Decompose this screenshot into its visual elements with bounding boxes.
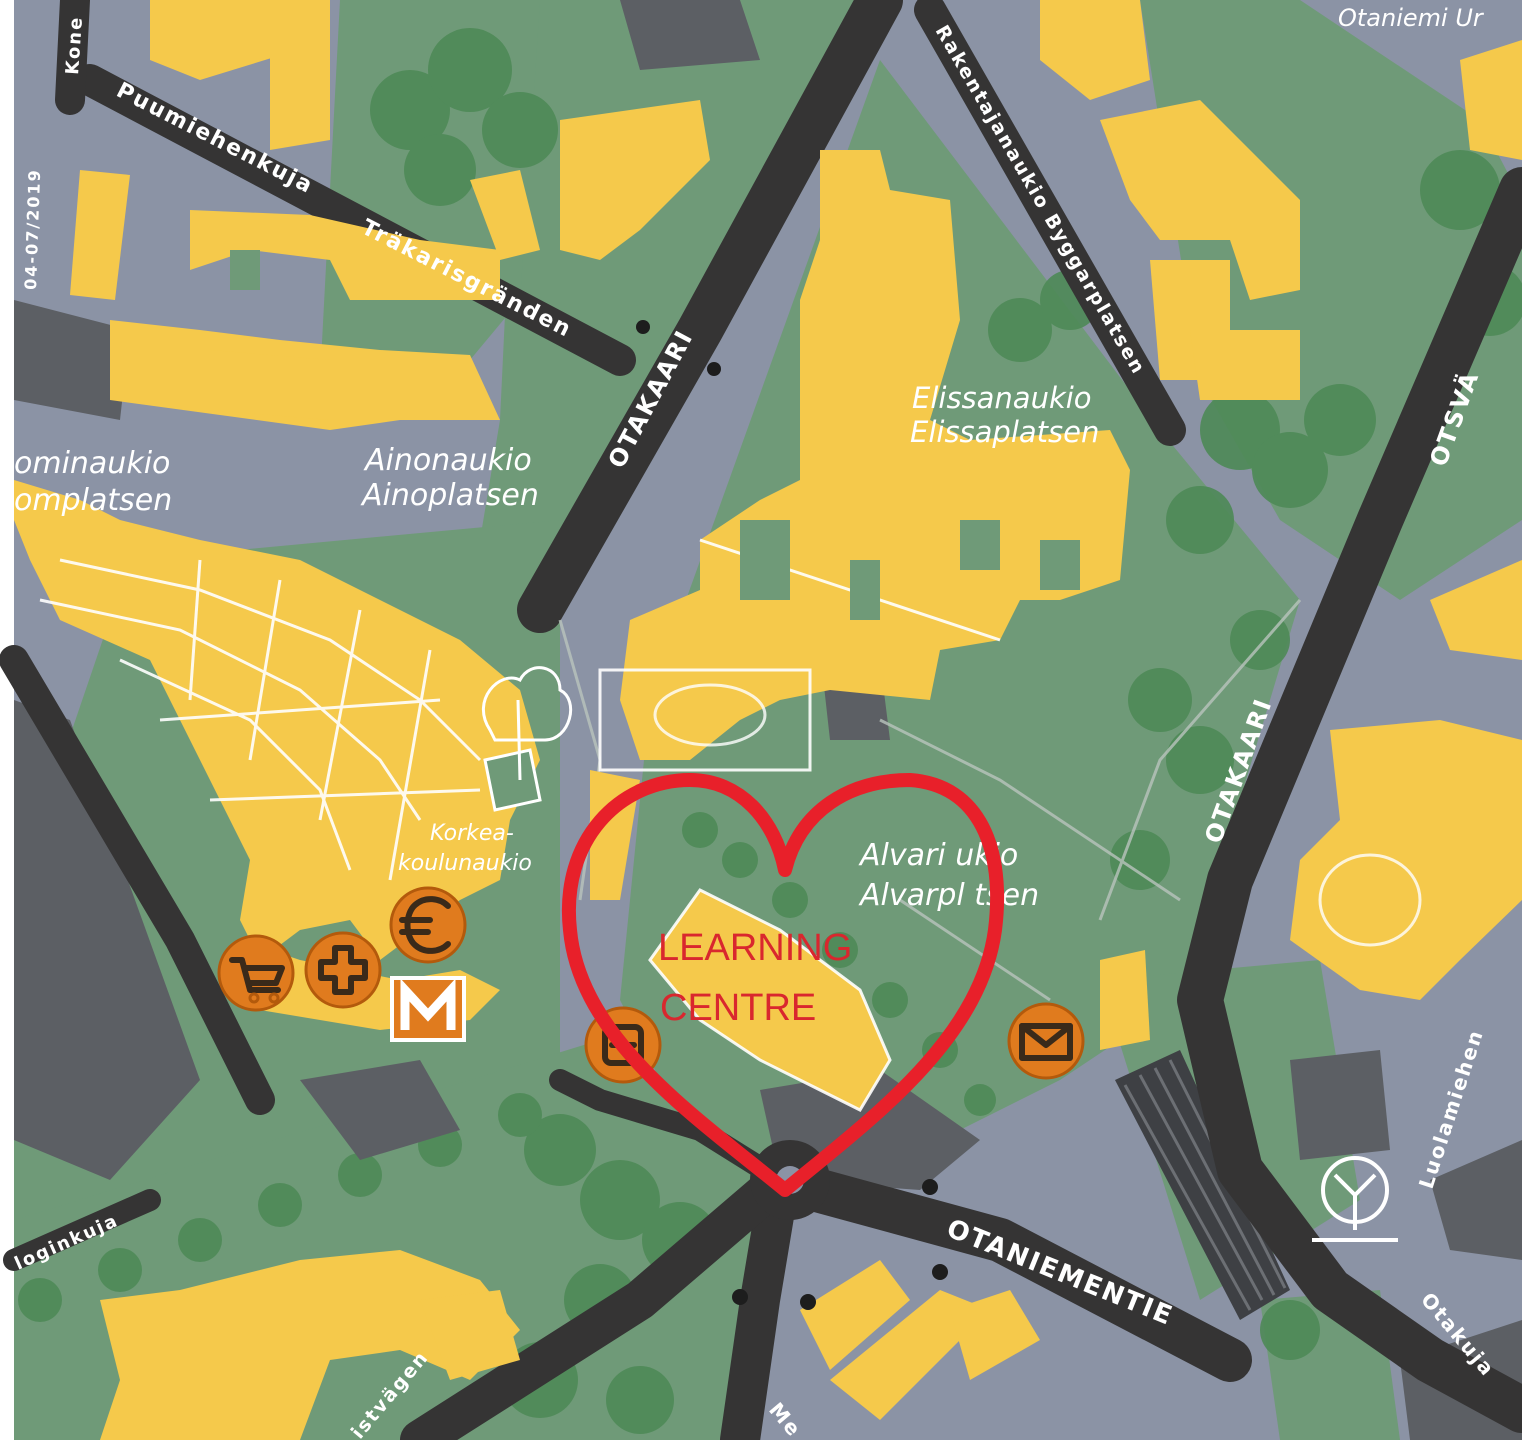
learning-centre-label-line2: CENTRE xyxy=(660,987,816,1029)
metro-station-icon[interactable] xyxy=(390,976,466,1042)
white-left-border xyxy=(0,0,14,1440)
dish-structure xyxy=(653,683,1422,947)
euro-atm-icon[interactable] xyxy=(389,886,467,964)
aalto-emblem-icon xyxy=(1312,1156,1398,1242)
heart-icon xyxy=(561,773,1005,1197)
label-ainonaukio: Ainonaukio xyxy=(363,443,532,478)
shopping-cart-icon[interactable] xyxy=(217,934,295,1012)
street-konemiehentie: Kone xyxy=(62,15,87,75)
mail-post-icon[interactable] xyxy=(1007,1002,1085,1080)
label-sm-platsen: omplatsen xyxy=(14,483,172,518)
bus-stops xyxy=(636,320,948,1310)
tree-pictogram-icon xyxy=(482,666,573,812)
label-otaniemi: Otaniemi Ur xyxy=(1338,4,1485,32)
label-sm-aukio: ominaukio xyxy=(14,446,170,481)
label-ainoplatsen: Ainoplatsen xyxy=(360,478,539,513)
courtyards xyxy=(230,250,1080,620)
label-elissanaukio: Elissanaukio xyxy=(912,381,1092,415)
label-alvar-platsen: Alvarpl tsen xyxy=(858,878,1039,913)
label-korkeakoulu-2: koulunaukio xyxy=(398,851,532,876)
label-elissaplatsen: Elissaplatsen xyxy=(910,415,1099,449)
map-date-label: 04-07/2019 xyxy=(21,168,44,290)
label-korkeakoulu-1: Korkea- xyxy=(430,821,514,846)
pharmacy-cross-icon[interactable] xyxy=(304,931,382,1009)
learning-centre-label-line1: LEARNING xyxy=(658,927,852,969)
